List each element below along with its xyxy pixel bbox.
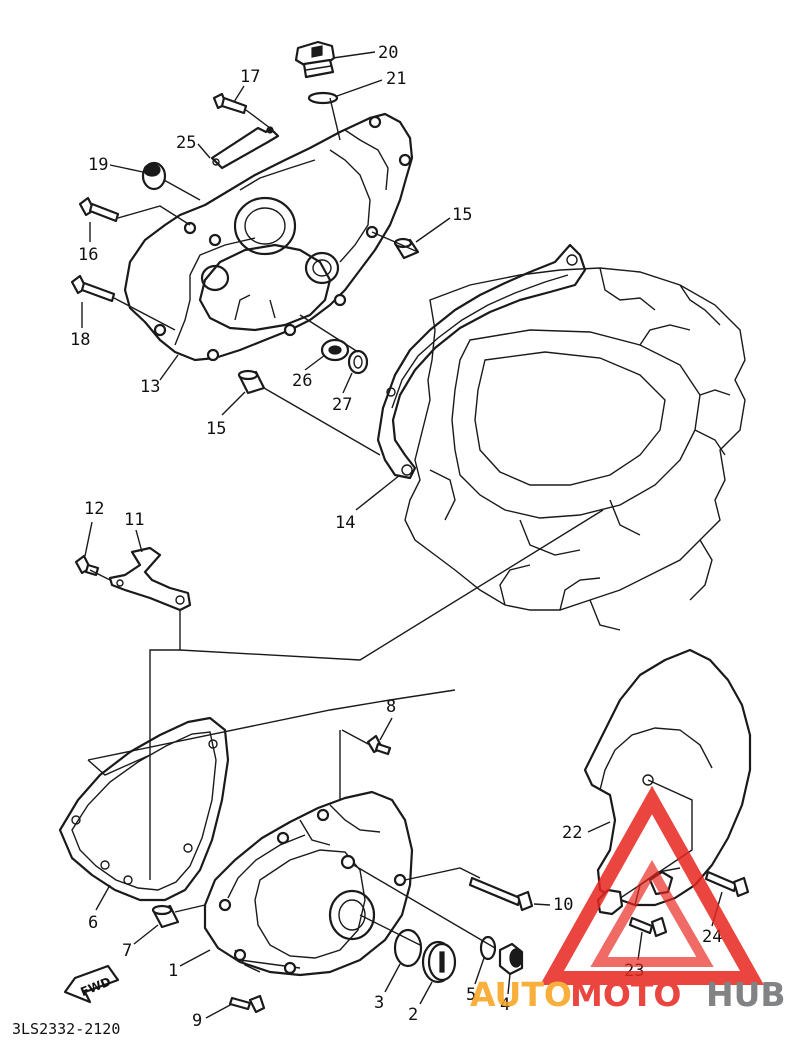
callout-15a: 15: [452, 205, 472, 225]
o-ring-5: [479, 935, 497, 961]
fwd-arrow-icon: FWD: [63, 964, 120, 1004]
callout-14: 14: [335, 513, 355, 533]
callout-12: 12: [84, 499, 104, 519]
bolt-23: [628, 916, 668, 938]
callout-4: 4: [500, 995, 510, 1015]
engine-block: [404, 267, 746, 631]
callout-18: 18: [70, 330, 90, 350]
callout-2: 2: [408, 1005, 418, 1025]
callout-17: 17: [240, 67, 260, 87]
callout-11: 11: [124, 510, 144, 530]
callout-10: 10: [553, 895, 573, 915]
callout-26: 26: [292, 371, 312, 391]
callout-27: 27: [332, 395, 352, 415]
inner-crankcase-cover-13: [123, 112, 414, 362]
cover-gasket-6: [58, 716, 230, 902]
callout-15b: 15: [206, 419, 226, 439]
callout-8: 8: [386, 697, 396, 717]
automotohub-watermark: AUTO MOTO HUB: [470, 785, 786, 1014]
bolt-8: [366, 734, 392, 756]
bolt-17: [212, 92, 248, 115]
callout-7: 7: [122, 941, 132, 961]
plug-4: [498, 942, 524, 976]
callout-3: 3: [374, 993, 384, 1013]
oil-seal-26: [320, 338, 350, 362]
callout-22: 22: [562, 823, 582, 843]
callout-6: 6: [88, 913, 98, 933]
callout-25: 25: [176, 133, 196, 153]
callout-24: 24: [702, 927, 722, 947]
watermark-auto: AUTO: [470, 975, 572, 1014]
watermark-moto: MOTO: [570, 975, 681, 1014]
leader-lines: [87, 97, 693, 969]
dowel-pin-7: [151, 904, 180, 929]
plug-2: [421, 940, 457, 984]
bolt-18: [70, 274, 116, 303]
callout-9: 9: [192, 1011, 202, 1031]
bolt-9: [228, 994, 266, 1014]
o-ring-3: [393, 928, 423, 968]
drawing-code: 3LS2332-2120: [12, 1020, 120, 1038]
callout-5: 5: [466, 985, 476, 1005]
watermark-hub: HUB: [706, 975, 786, 1014]
o-ring-21: [307, 91, 339, 105]
dowel-pin-15b: [237, 369, 266, 395]
oil-filler-plug-20: [294, 40, 336, 79]
circlip-27: [347, 349, 369, 375]
crankcase-gasket-14: [376, 243, 587, 480]
bracket-11: [108, 546, 192, 612]
callout-20: 20: [378, 43, 398, 63]
callouts: 20 21 17 25 19 15 16 18 13 26 27 15 14 1…: [70, 43, 723, 1031]
callout-21: 21: [386, 69, 406, 89]
clamp-25: [210, 126, 280, 170]
callout-16: 16: [78, 245, 98, 265]
oil-seal-19: [141, 161, 167, 191]
dowel-pin-15a: [393, 237, 420, 260]
callout-19: 19: [88, 155, 108, 175]
bolt-10: [468, 876, 534, 912]
bolt-16: [78, 196, 120, 223]
callout-1: 1: [168, 961, 178, 981]
bolt-24: [704, 870, 750, 898]
callout-13: 13: [140, 377, 160, 397]
crankcase-cover-1: [203, 790, 414, 977]
